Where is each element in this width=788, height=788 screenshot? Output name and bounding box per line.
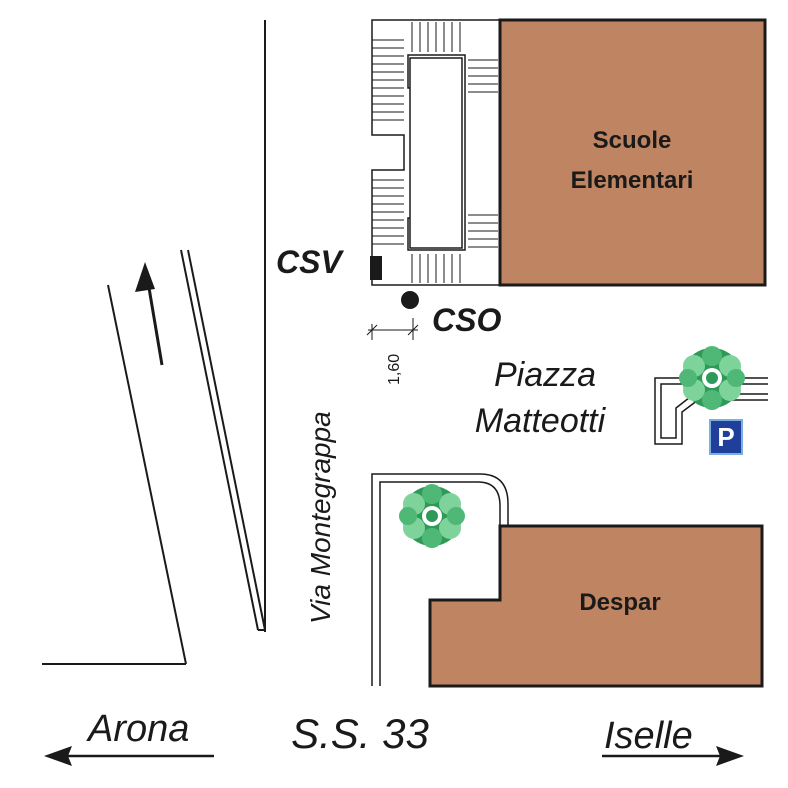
arrow-up-icon	[135, 262, 155, 292]
tree-icon	[679, 346, 745, 410]
parking-icon: P	[709, 419, 743, 455]
csv-label: CSV	[276, 244, 344, 280]
tree-icon	[399, 484, 465, 548]
road-edges	[42, 20, 266, 665]
road-name: S.S. 33	[291, 710, 429, 757]
square-name-line2: Matteotti	[475, 402, 607, 440]
cso-dot-icon	[401, 291, 419, 309]
store-building: Despar	[428, 524, 764, 688]
csv-box-icon	[370, 256, 382, 280]
distance-label: 1,60	[386, 354, 403, 385]
school-name-line1: Scuole	[593, 127, 672, 154]
courtyard-outline	[371, 473, 509, 686]
stair-steps	[372, 22, 498, 283]
direction-right: Iselle	[602, 715, 744, 766]
cso-marker: CSO	[401, 291, 501, 338]
school-building: Scuole Elementari	[498, 18, 767, 287]
street-name: Via Montegrappa	[305, 411, 336, 624]
school-name-line2: Elementari	[571, 167, 694, 194]
direction-right-label: Iselle	[604, 715, 693, 757]
store-name: Despar	[579, 589, 660, 616]
direction-left-label: Arona	[86, 708, 189, 750]
cso-label: CSO	[432, 302, 501, 338]
square-name-line1: Piazza	[494, 356, 596, 394]
traffic-direction-arrow	[135, 262, 164, 366]
staircase-structure	[371, 19, 501, 286]
distance-dimension: 1,60	[366, 318, 419, 385]
parking-symbol: P	[717, 422, 734, 452]
csv-marker: CSV	[276, 244, 382, 280]
direction-left: Arona	[44, 708, 214, 766]
